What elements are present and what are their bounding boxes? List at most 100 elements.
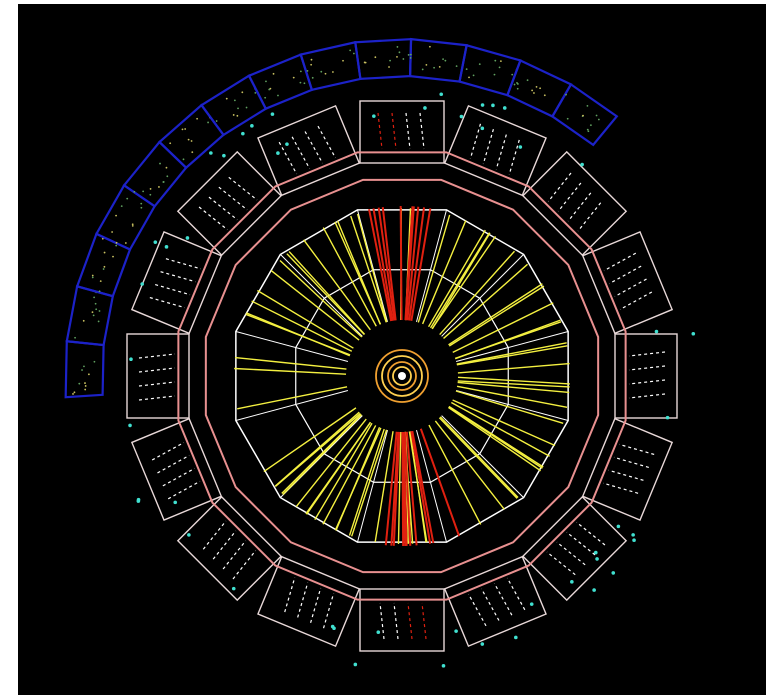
yellow-track [457, 381, 570, 394]
chamber-hit-line [577, 202, 602, 232]
muon-chamber [257, 104, 361, 197]
arc-deposit [149, 188, 152, 190]
arc-deposit [165, 166, 168, 169]
arc-deposit [236, 114, 239, 117]
chamber-hit-line [493, 583, 513, 616]
arc-deposit [468, 76, 470, 79]
yellow-track [245, 313, 351, 356]
cyan-hit [241, 131, 245, 136]
cyan-hit [372, 114, 376, 118]
tracker-spoke [235, 390, 349, 421]
cyan-hit [376, 630, 381, 635]
arc-deposit [565, 93, 567, 96]
arc-deposit [526, 79, 529, 82]
tracker-spoke [441, 415, 524, 498]
chamber-hit-line [304, 131, 324, 164]
chamber-hit-line [628, 365, 666, 371]
chamber-hit-line [609, 265, 642, 285]
arc-deposit [364, 61, 367, 64]
core-ring [392, 366, 412, 386]
yellow-track [408, 431, 428, 543]
red-track [392, 431, 401, 546]
arc-segment [550, 82, 619, 147]
cyan-hit [140, 282, 144, 286]
core-ring [387, 361, 417, 391]
detector-event-svg [64, 37, 696, 668]
cyan-hit [276, 151, 280, 155]
yellow-track [457, 380, 570, 388]
red-track [384, 431, 398, 546]
cyan-hit [439, 92, 444, 97]
chamber-hit-line [162, 467, 195, 487]
red-track [390, 431, 400, 546]
tracker-spoke [416, 209, 447, 323]
chamber-box [614, 333, 678, 419]
arc-deposit [241, 91, 244, 94]
muon-chamber [443, 104, 547, 197]
arc-deposit [101, 237, 104, 240]
cyan-hit [518, 145, 523, 149]
arc-deposit [396, 46, 399, 48]
yellow-track [356, 213, 388, 323]
arc-deposit [310, 63, 313, 66]
arc-deposit [84, 388, 87, 391]
red-track [399, 205, 403, 321]
cyan-hit [480, 642, 485, 646]
muon-chamber [581, 231, 674, 335]
arc-deposit [91, 311, 94, 314]
cyan-hit [209, 151, 213, 155]
arc-deposit [265, 80, 267, 83]
arc-deposit [133, 190, 136, 193]
tracker-spoke [441, 254, 524, 337]
chamber-hit-line [506, 577, 526, 611]
arc-deposit [320, 70, 323, 73]
muon-chamber [257, 555, 361, 648]
cyan-hit [270, 112, 275, 116]
yellow-track [455, 319, 561, 360]
yellow-track [439, 416, 519, 498]
arc-deposit [472, 74, 475, 77]
chamber-box [176, 150, 283, 257]
chamber-hit-line [291, 136, 311, 169]
arc-deposit [159, 162, 161, 165]
yellow-track [322, 425, 377, 525]
arc-deposit [511, 73, 514, 76]
chamber-hit-line [405, 112, 411, 150]
arc-deposit [187, 138, 190, 141]
arc-deposit [388, 66, 390, 68]
chamber-box [359, 588, 445, 652]
arc-deposit [78, 382, 81, 385]
yellow-track [322, 227, 377, 327]
arc-deposit [533, 92, 535, 94]
muon-chamber [126, 333, 190, 419]
cyan-hit [187, 533, 191, 537]
yellow-track [456, 385, 568, 409]
chamber-box [521, 150, 628, 257]
arc-deposit [516, 83, 519, 85]
arc-deposit [126, 197, 129, 200]
red-track [406, 206, 420, 321]
chamber-hit-line [228, 176, 258, 201]
chamber-hit-line [613, 456, 649, 468]
muon-chamber [359, 588, 445, 652]
chamber-hit-line [322, 593, 335, 629]
cyan-hit [164, 245, 169, 249]
chamber-hit-line [149, 296, 185, 309]
muon-chamber [130, 417, 223, 521]
chamber-box [130, 417, 223, 521]
cyan-hit [595, 557, 599, 561]
arc-deposit [586, 128, 589, 131]
chamber-box [443, 104, 547, 197]
cyan-hit [441, 664, 446, 668]
chamber-hit-line [232, 550, 257, 580]
arc-deposit [396, 55, 398, 58]
arc-deposit [115, 244, 118, 247]
yellow-track [452, 302, 554, 353]
arc-deposit [87, 373, 90, 376]
chamber-hit-line [576, 521, 606, 546]
arc-deposit [81, 369, 83, 371]
arc-segment [408, 37, 468, 83]
cyan-hit [185, 236, 190, 240]
chamber-hit-line [202, 520, 227, 550]
chamber-hit-line [628, 379, 666, 385]
